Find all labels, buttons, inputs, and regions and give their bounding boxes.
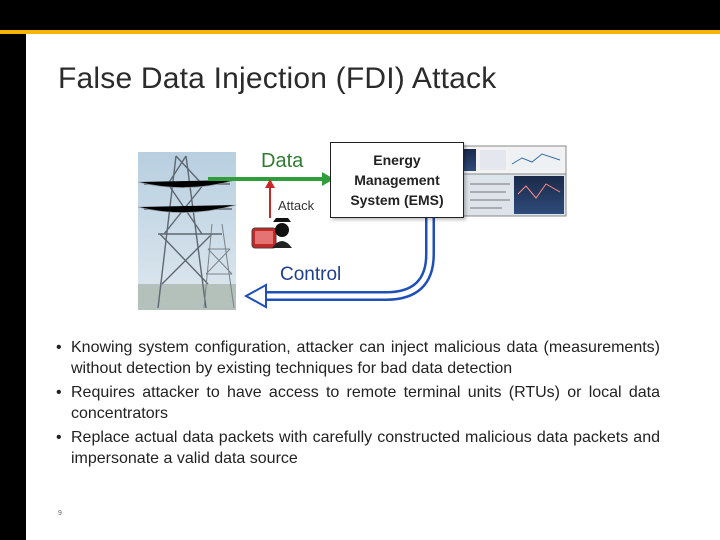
attack-label: Attack bbox=[278, 198, 315, 213]
bullet-text: Replace actual data packets with careful… bbox=[71, 429, 660, 467]
control-arrowhead bbox=[243, 283, 267, 309]
control-arrow bbox=[243, 218, 435, 309]
page-number: 9 bbox=[58, 510, 62, 517]
bullet-text: Requires attacker to have access to remo… bbox=[71, 384, 660, 422]
hacker-icon bbox=[251, 218, 292, 249]
data-arrowhead bbox=[322, 172, 334, 186]
bullet-item: • Replace actual data packets with carefu… bbox=[56, 427, 660, 469]
bullet-marker: • bbox=[56, 429, 62, 446]
bullet-marker: • bbox=[56, 384, 62, 401]
accent-stripe bbox=[0, 30, 720, 34]
fdi-diagram: Data Attack Control Energy Management Sy… bbox=[26, 34, 720, 334]
ems-box: Energy Management System (EMS) bbox=[330, 142, 464, 218]
bullet-item: • Knowing system configuration, attacker … bbox=[56, 337, 660, 379]
control-label: Control bbox=[280, 264, 342, 285]
bullet-marker: • bbox=[56, 339, 62, 356]
ems-label: Energy Management System (EMS) bbox=[350, 152, 444, 208]
attack-arrowhead bbox=[265, 179, 275, 188]
bullet-list: • Knowing system configuration, attacker … bbox=[56, 337, 660, 472]
ems-screens-image bbox=[457, 145, 567, 217]
bullet-text: Knowing system configuration, attacker c… bbox=[71, 339, 660, 377]
slide-title: False Data Injection (FDI) Attack bbox=[58, 62, 497, 95]
data-label: Data bbox=[261, 150, 304, 172]
bullet-item: • Requires attacker to have access to rem… bbox=[56, 382, 660, 424]
transmission-tower-image bbox=[137, 152, 237, 310]
diagram-graphics bbox=[137, 145, 567, 310]
top-black-bar bbox=[0, 0, 720, 30]
slide: False Data Injection (FDI) Attack bbox=[26, 34, 720, 540]
